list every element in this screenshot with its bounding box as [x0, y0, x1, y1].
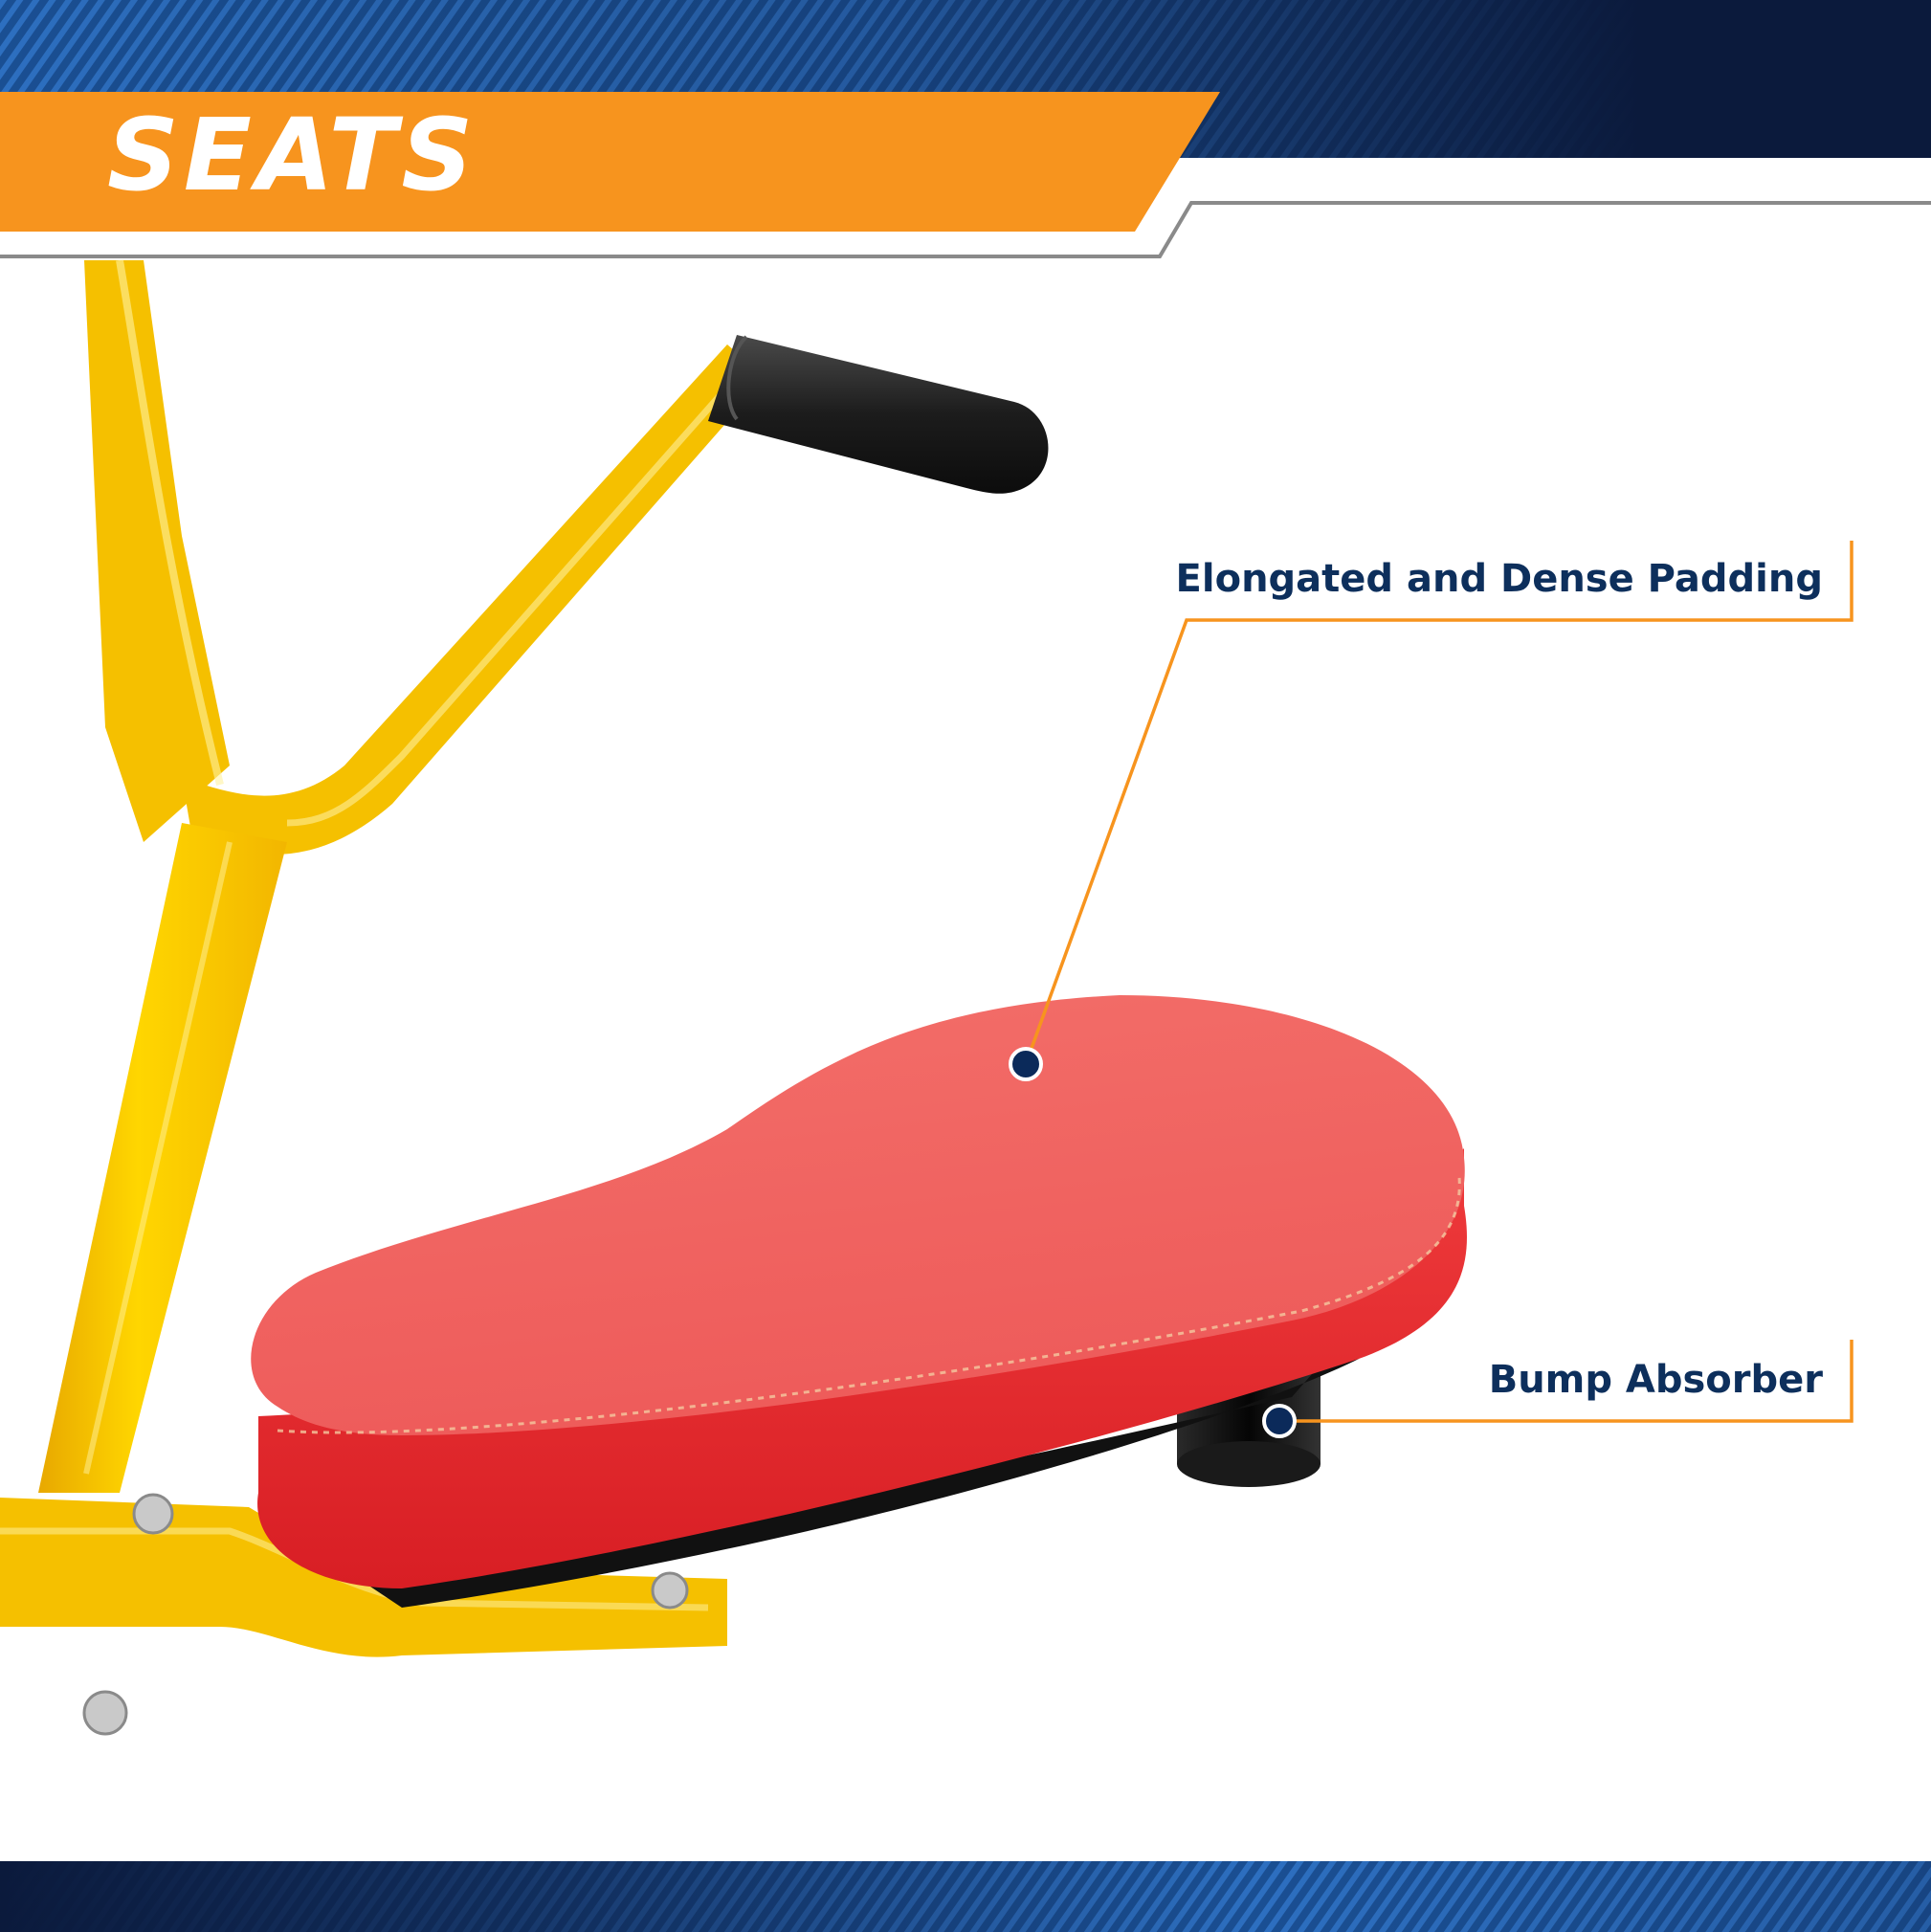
- frame-pipe: [0, 259, 766, 1736]
- callout-label-padding: Elongated and Dense Padding: [1175, 557, 1823, 601]
- callout-line-padding: [1009, 541, 1853, 1081]
- callout-label-bump-absorber: Bump Absorber: [1488, 1358, 1823, 1402]
- callout-line-bump: [1262, 1340, 1853, 1438]
- handle-grip: [708, 335, 1049, 494]
- banner-title: SEATS: [107, 97, 478, 213]
- seat-cushion: [251, 995, 1467, 1608]
